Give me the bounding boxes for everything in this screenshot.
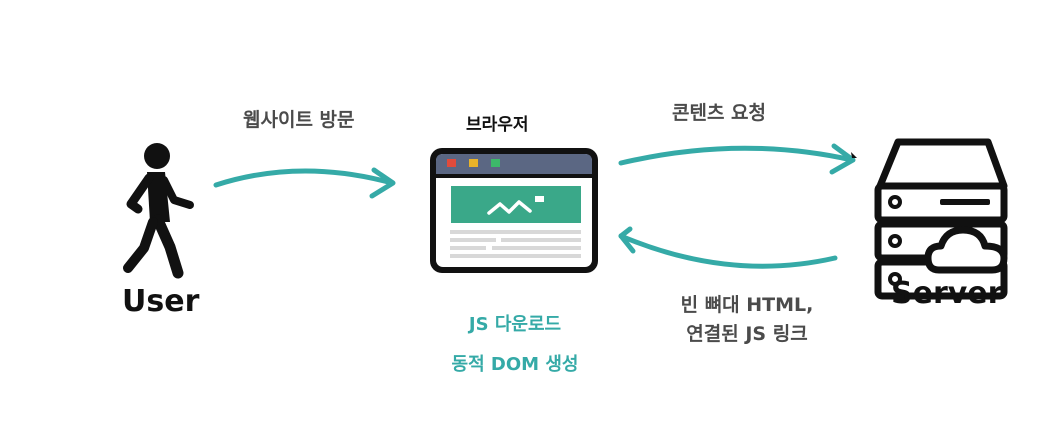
cursor-icon [851,152,857,158]
maximize-dot-icon [491,159,500,167]
arrow-visit [213,167,396,199]
server-cloud-icon [874,138,1008,300]
browser-note-line2: 동적 DOM 생성 [451,354,579,375]
browser-note-line1: JS 다운로드 [468,314,562,335]
browser-label: 브라우저 [466,115,529,135]
visit-edge-label: 웹사이트 방문 [243,109,355,131]
minimize-dot-icon [469,159,478,167]
walking-person-icon [123,143,194,279]
request-edge-label: 콘텐츠 요청 [672,102,767,124]
response-edge-label-line1: 빈 뼈대 HTML, [680,294,814,316]
close-dot-icon [447,159,456,167]
user-label: User [122,284,200,319]
server-label: Server [891,276,1003,311]
arrow-request [618,143,856,175]
browser-window-icon [430,148,598,273]
response-edge-label-line2: 연결된 JS 링크 [686,323,808,345]
arrow-response [618,226,838,269]
